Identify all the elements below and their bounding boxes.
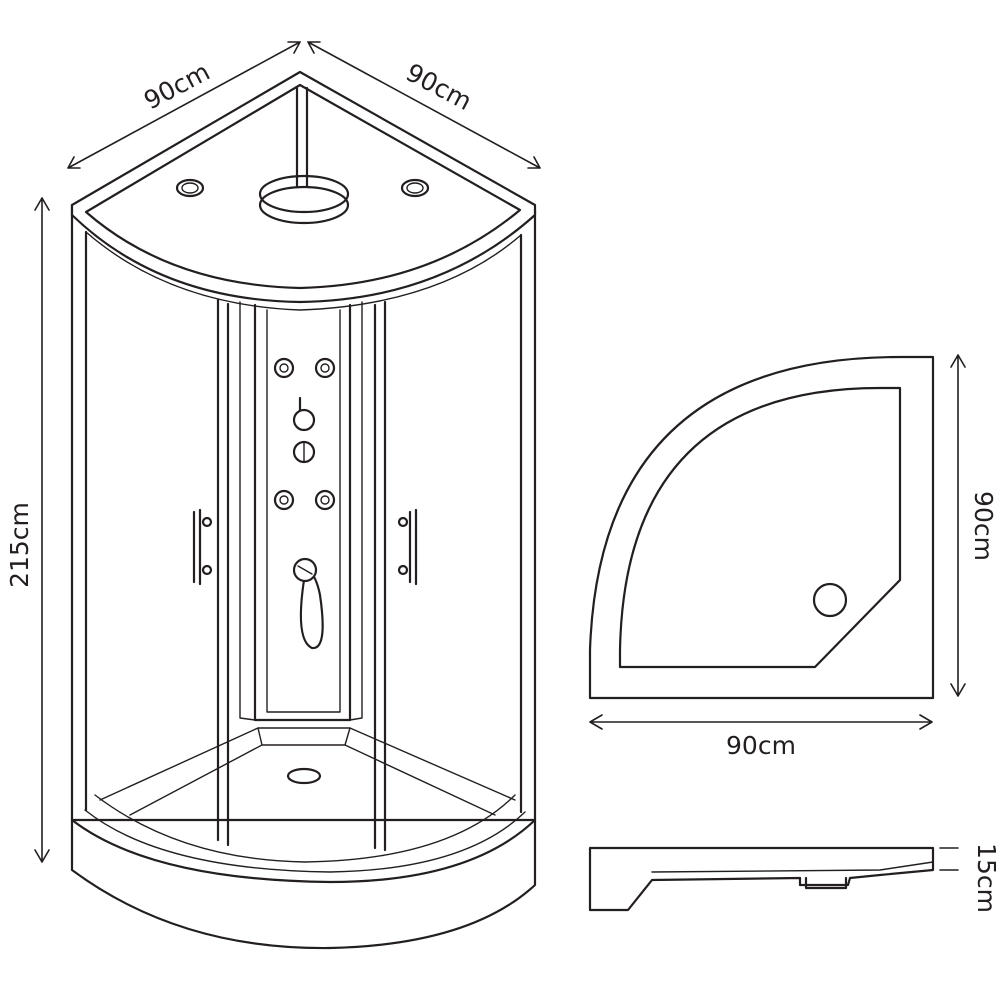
left-panel-frame bbox=[70, 203, 88, 822]
door-handle-right bbox=[397, 508, 418, 586]
label-tray-height: 15cm bbox=[972, 843, 1000, 913]
rear-column bbox=[253, 303, 352, 722]
right-panel-frame bbox=[519, 208, 537, 822]
hand-shower-hose bbox=[299, 568, 324, 650]
handle-knob-icon bbox=[201, 564, 213, 576]
roof-light-right-icon bbox=[400, 178, 430, 198]
label-tray-width: 90cm bbox=[726, 731, 796, 760]
dim-line-tray-height bbox=[939, 847, 959, 871]
tray-side-view bbox=[588, 846, 935, 912]
roof-light-left-icon bbox=[175, 178, 205, 198]
tray-top-view bbox=[588, 355, 935, 700]
rear-column-corner-right bbox=[349, 301, 363, 721]
tray-side-inner bbox=[651, 861, 934, 873]
jet-icon bbox=[273, 357, 295, 379]
cabin-drain bbox=[286, 767, 322, 785]
right-panel-post bbox=[373, 300, 387, 852]
cabin-tray-step bbox=[257, 727, 351, 746]
tray-top-dimensions: 90cm 90cm bbox=[589, 354, 998, 760]
dim-line-tray-depth bbox=[950, 354, 966, 697]
rear-column-corner-left bbox=[239, 301, 256, 721]
dim-line-height bbox=[34, 197, 50, 863]
tray-side-dimensions: 15cm bbox=[939, 843, 1000, 913]
label-tray-depth: 90cm bbox=[969, 491, 998, 561]
label-height: 215cm bbox=[5, 502, 34, 588]
door-bottom-curve bbox=[94, 794, 516, 863]
cabin-floor-edge bbox=[99, 727, 516, 801]
jet-icon-inner bbox=[279, 495, 289, 505]
jet-icon-inner bbox=[279, 363, 289, 373]
body-jets bbox=[273, 357, 336, 511]
jet-icon bbox=[314, 357, 336, 379]
roof-inner-edge bbox=[84, 83, 522, 290]
jet-icon bbox=[314, 489, 336, 511]
label-width-right: 90cm bbox=[401, 58, 476, 116]
control-valve-upper-icon bbox=[292, 408, 316, 432]
dim-line-right-width bbox=[307, 41, 541, 169]
dim-line-left-width bbox=[67, 41, 301, 169]
rain-shower-head-top bbox=[258, 174, 350, 214]
handle-knob-icon bbox=[397, 516, 409, 528]
jet-icon-inner bbox=[320, 363, 330, 373]
cabin-tray-rim-inner bbox=[84, 809, 526, 873]
jet-icon bbox=[273, 489, 295, 511]
tray-outline bbox=[588, 355, 935, 700]
handle-knob-icon bbox=[201, 516, 213, 528]
label-width-left: 90cm bbox=[139, 57, 214, 115]
rain-shower-head-icon bbox=[258, 185, 350, 225]
hand-shower-mark bbox=[297, 565, 313, 575]
cabin-base-tray bbox=[70, 818, 537, 950]
roof-lower-band bbox=[85, 231, 522, 311]
cabin-floor-inner bbox=[129, 744, 496, 816]
door-handle-left bbox=[192, 508, 213, 586]
jet-icon-inner bbox=[320, 495, 330, 505]
left-panel-post bbox=[216, 298, 230, 847]
tray-basin bbox=[618, 386, 902, 669]
cabin-tray-rim bbox=[70, 818, 537, 884]
tray-drain-icon bbox=[812, 582, 848, 618]
roof-light-right-inner bbox=[406, 182, 424, 194]
rain-shower-pipe bbox=[295, 86, 309, 192]
roof-light-left-inner bbox=[181, 182, 199, 194]
tray-side-drain-icon bbox=[804, 876, 848, 890]
handle-knob-icon bbox=[397, 564, 409, 576]
tray-side-outline bbox=[588, 846, 935, 912]
dim-line-tray-width bbox=[589, 714, 933, 730]
shower-cabin bbox=[70, 70, 537, 950]
rear-column-inner bbox=[266, 309, 341, 713]
